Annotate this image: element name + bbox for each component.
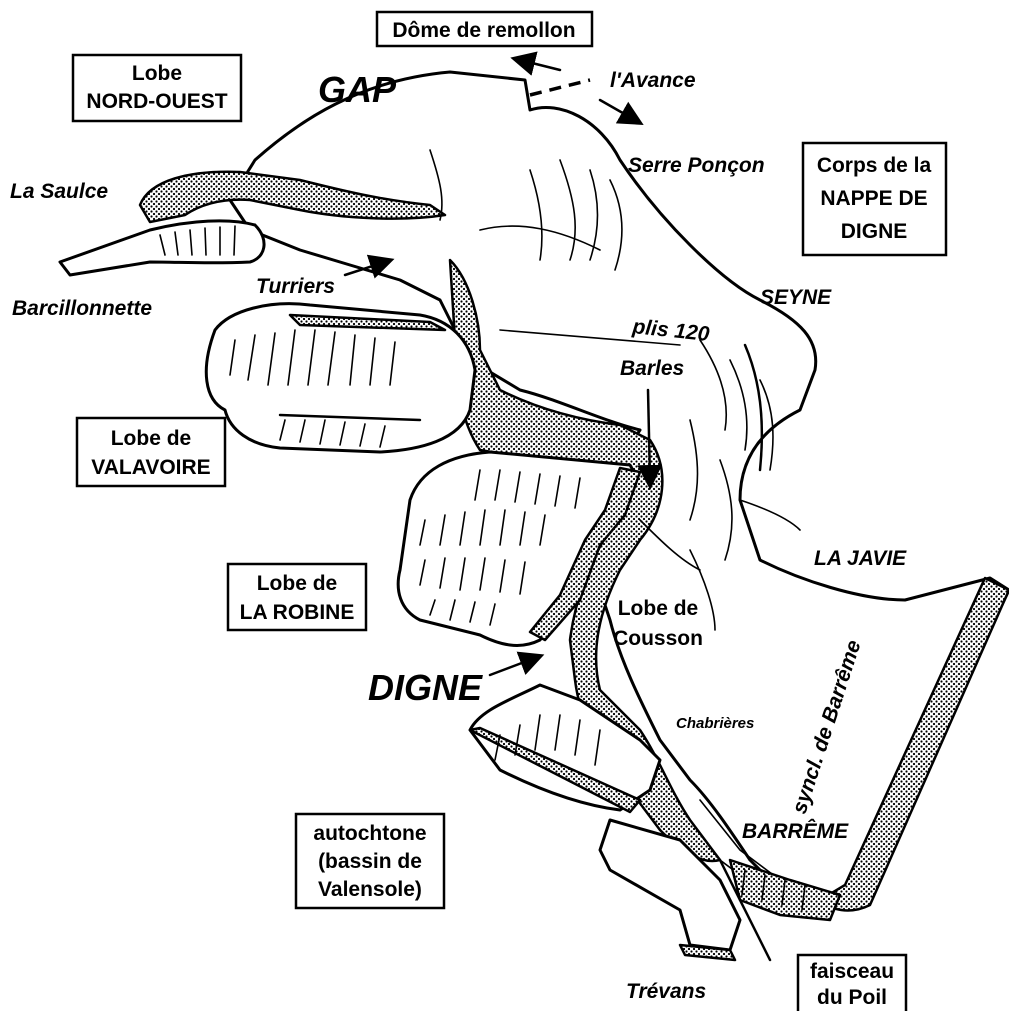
label-valavoire-1: Lobe de xyxy=(111,427,192,450)
label-box-faisceau: faisceau du Poil xyxy=(798,955,906,1011)
label-autochtone-3: Valensole) xyxy=(318,878,422,901)
label-box-robine: Lobe de LA ROBINE xyxy=(228,564,366,630)
label-digne: DIGNE xyxy=(368,667,483,708)
label-barles: Barles xyxy=(620,357,684,380)
label-box-valavoire: Lobe de VALAVOIRE xyxy=(77,418,225,486)
label-turriers: Turriers xyxy=(256,275,335,298)
label-la-saulce: La Saulce xyxy=(10,180,108,203)
label-box-corps: Corps de la NAPPE DE DIGNE xyxy=(803,143,946,255)
label-autochtone-2: (bassin de xyxy=(318,850,422,873)
serre-poncon-arrow xyxy=(600,100,635,120)
label-dome: Dôme de remollon xyxy=(392,19,575,42)
label-faisceau-1: faisceau xyxy=(810,960,894,983)
label-robine-2: LA ROBINE xyxy=(240,601,355,624)
label-gap: GAP xyxy=(318,69,397,110)
label-barcillonnette: Barcillonnette xyxy=(12,297,152,320)
label-trevans: Trévans xyxy=(626,980,706,1003)
label-box-dome: Dôme de remollon xyxy=(377,12,592,46)
label-autochtone-1: autochtone xyxy=(313,822,426,845)
label-avance: l'Avance xyxy=(610,69,696,92)
label-corps-3: DIGNE xyxy=(841,220,908,243)
label-valavoire-2: VALAVOIRE xyxy=(91,456,210,479)
label-box-autochtone: autochtone (bassin de Valensole) xyxy=(296,814,444,908)
digne-arrow xyxy=(490,658,535,675)
label-lobe-no-1: Lobe xyxy=(132,62,182,85)
label-lobe-no-2: NORD-OUEST xyxy=(86,90,227,113)
lobe-valavoire-shape xyxy=(206,304,475,452)
dome-arrow-dashes xyxy=(530,80,590,95)
label-chabrieres: Chabrières xyxy=(676,715,754,732)
label-faisceau-2: du Poil xyxy=(817,986,887,1009)
label-box-lobe-nord-ouest: Lobe NORD-OUEST xyxy=(73,55,241,121)
dome-arrow xyxy=(520,60,560,70)
label-serre-poncon: Serre Ponçon xyxy=(628,154,765,177)
label-la-javie: LA JAVIE xyxy=(814,547,907,570)
label-cousson-2: Cousson xyxy=(613,627,703,650)
label-cousson-1: Lobe de xyxy=(618,597,699,620)
label-corps-2: NAPPE DE xyxy=(820,187,927,210)
label-corps-1: Corps de la xyxy=(817,154,932,177)
label-barreme: BARRÊME xyxy=(742,819,849,843)
label-seyne: SEYNE xyxy=(760,286,832,309)
label-robine-1: Lobe de xyxy=(257,572,338,595)
